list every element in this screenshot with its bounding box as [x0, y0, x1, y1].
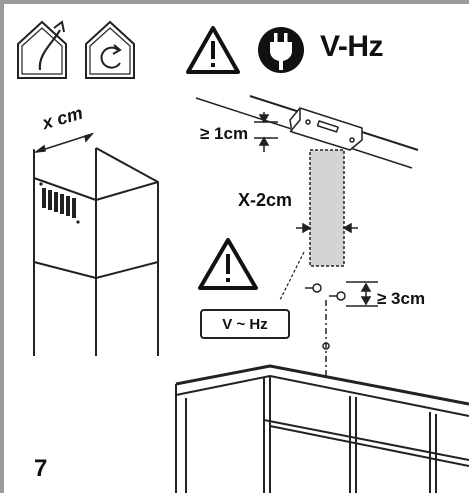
- page-border-top: [0, 0, 469, 4]
- drilling-template: [309, 149, 345, 267]
- recirculation-icon: [85, 20, 135, 79]
- power-rating-box: V ~ Hz: [200, 309, 290, 339]
- hood-width-dimension: [33, 132, 95, 154]
- vent-grille: [39, 182, 80, 224]
- screw-gap-label: ≥ 3cm: [377, 289, 426, 308]
- top-gap-dimension: [254, 112, 278, 152]
- warning-icon: [198, 238, 258, 290]
- power-plug-icon: [258, 27, 304, 73]
- leader-line: [279, 251, 305, 301]
- chimney-cover: [33, 147, 159, 356]
- warning-icon: [186, 26, 240, 74]
- page-border-left: [0, 0, 4, 493]
- wall-screws: [305, 283, 346, 350]
- hood-body: [175, 364, 469, 493]
- ducted-exhaust-icon: [17, 20, 67, 79]
- step-number: 7: [34, 455, 48, 482]
- screw-gap-dimension: [346, 281, 378, 307]
- power-rating-label: V-Hz: [320, 30, 384, 63]
- template-width-dimension: [296, 222, 358, 234]
- top-gap-label: ≥ 1cm: [200, 124, 249, 143]
- ceiling-bracket: [289, 107, 363, 151]
- template-width-label: X-2cm: [238, 190, 293, 210]
